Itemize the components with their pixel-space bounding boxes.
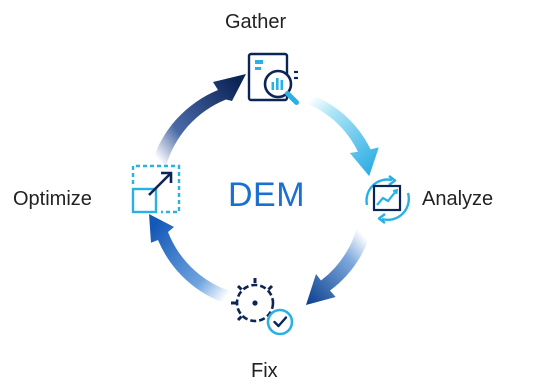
resize-arrow-icon [131,164,181,214]
stage-label-analyze: Analyze [422,188,494,210]
document-magnifier-chart-icon [247,52,299,105]
arrow-optimize-to-gather [152,74,246,166]
arrow-gather-to-analyze [297,90,379,177]
center-label: DEM [228,176,306,214]
stage-label-fix: Fix [251,360,278,382]
chart-refresh-icon [365,175,410,224]
arrow-analyze-to-fix [306,213,375,305]
stage-label-optimize: Optimize [13,188,92,210]
gear-check-icon [231,278,294,336]
arrow-fix-to-optimize [149,214,233,305]
stage-label-gather: Gather [225,11,287,33]
